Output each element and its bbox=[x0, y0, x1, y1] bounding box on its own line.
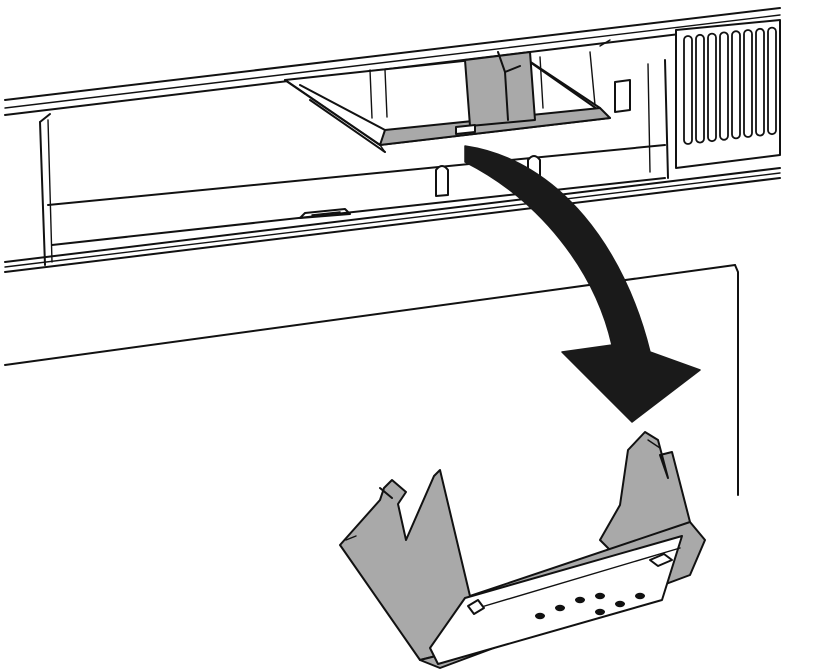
bracket-holes bbox=[535, 592, 645, 620]
vent-slot bbox=[743, 29, 753, 138]
vent-slot bbox=[755, 27, 765, 137]
bracket-hole bbox=[535, 612, 545, 620]
bracket-hole bbox=[635, 592, 645, 600]
vent-slot bbox=[683, 35, 693, 145]
vent-slot bbox=[695, 33, 705, 144]
housing-channel bbox=[4, 7, 781, 273]
bracket-hole bbox=[595, 608, 605, 616]
curved-arrow-icon bbox=[464, 145, 701, 423]
metal-bracket bbox=[339, 431, 706, 669]
bracket-hole bbox=[615, 600, 625, 608]
vent-slot bbox=[719, 31, 729, 141]
bracket-hole bbox=[555, 604, 565, 612]
vent-grille bbox=[683, 26, 777, 145]
bracket-hole bbox=[575, 596, 585, 604]
vent-slot bbox=[731, 30, 741, 140]
vent-slot bbox=[707, 32, 717, 143]
bracket-hole bbox=[595, 592, 605, 600]
vent-slot bbox=[767, 26, 777, 136]
